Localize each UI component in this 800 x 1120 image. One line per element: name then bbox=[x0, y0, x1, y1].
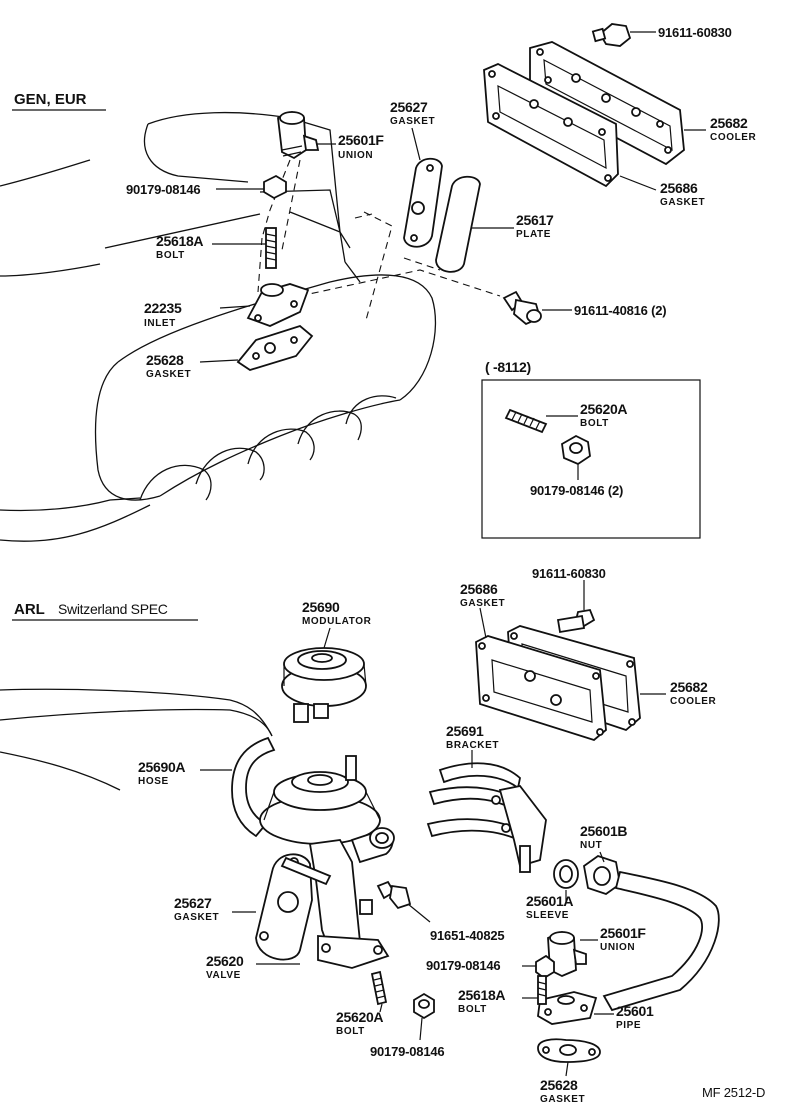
name-25620a-bottom: BOLT bbox=[336, 1026, 365, 1037]
name-25618a-top: BOLT bbox=[156, 250, 185, 261]
label-25601b-bottom: 25601B bbox=[580, 823, 627, 839]
name-25691-bottom: BRACKET bbox=[446, 740, 499, 751]
nut-90179-mid-drawing bbox=[535, 954, 555, 980]
name-25628-bottom: GASKET bbox=[540, 1094, 585, 1105]
bolt-25620a-inset-drawing bbox=[504, 408, 548, 434]
label-25686-top: 25686 bbox=[660, 180, 698, 196]
label-25620a-bottom: 25620A bbox=[336, 1009, 383, 1025]
valve-25620-drawing bbox=[259, 755, 395, 969]
inlet-22235-drawing bbox=[246, 283, 310, 327]
bolt-91651-40825-drawing bbox=[376, 880, 412, 910]
bolt-91611-60830-bottom-drawing bbox=[556, 608, 596, 634]
label-25617-top: 25617 bbox=[516, 212, 554, 228]
gasket-25628-drawing bbox=[236, 324, 314, 371]
label-90179-08146-2-top: 90179-08146 (2) bbox=[530, 483, 623, 498]
label-22235-top: 22235 bbox=[144, 300, 182, 316]
label-25682-bottom: 25682 bbox=[670, 679, 708, 695]
pipe-25601-drawing bbox=[537, 870, 720, 1025]
leader-lines-bottom bbox=[200, 580, 666, 1077]
label-25627-bottom: 25627 bbox=[174, 895, 212, 911]
nut-90179-inset-drawing bbox=[561, 434, 591, 466]
nut-25601b-drawing bbox=[583, 855, 621, 895]
gasket-25628-bottom-drawing bbox=[537, 1038, 601, 1063]
name-25620a-top: BOLT bbox=[580, 418, 609, 429]
label-25601f-bottom: 25601F bbox=[600, 925, 646, 941]
label-25601a-bottom: 25601A bbox=[526, 893, 573, 909]
sleeve-25601a-drawing bbox=[553, 859, 579, 889]
inset-box: ( -8112) bbox=[481, 359, 701, 539]
leader-lines-top bbox=[199, 31, 706, 480]
label-90179-08146-bottom: 90179-08146 bbox=[370, 1044, 444, 1059]
name-25682-bottom: COOLER bbox=[670, 696, 717, 707]
bracket-25691-drawing bbox=[426, 762, 547, 873]
union-25601f-drawing bbox=[277, 111, 320, 160]
bolt-25620a-bottom-drawing bbox=[370, 970, 388, 1006]
label-25628-top: 25628 bbox=[146, 352, 184, 368]
label-25601f-top: 25601F bbox=[338, 132, 384, 148]
engine-outline-bottom bbox=[0, 688, 273, 791]
label-25690-bottom: 25690 bbox=[302, 599, 340, 615]
name-25627-top: GASKET bbox=[390, 116, 435, 127]
label-91611-40816-top: 91611-40816 (2) bbox=[574, 303, 666, 318]
bolt-91611-60830-drawing bbox=[591, 23, 632, 47]
label-90179-08146-top: 90179-08146 bbox=[126, 182, 200, 197]
label-25620a-top: 25620A bbox=[580, 401, 627, 417]
gasket-25686-drawing bbox=[483, 63, 619, 188]
plate-25617-drawing bbox=[435, 175, 481, 273]
engine-manifold-drawing bbox=[0, 111, 437, 542]
section-arl: ARL Switzerland SPEC bbox=[0, 566, 765, 1105]
bolt-91611-40816-drawing bbox=[502, 290, 542, 326]
dashed-alignment-lines bbox=[257, 159, 501, 321]
nut-90179-bottom-drawing bbox=[413, 992, 435, 1020]
name-25686-bottom: GASKET bbox=[460, 598, 505, 609]
name-25601f-bottom: UNION bbox=[600, 942, 635, 953]
nut-90179-drawing bbox=[263, 174, 287, 200]
page-code: MF 2512-D bbox=[702, 1085, 765, 1100]
inset-label: ( -8112) bbox=[485, 359, 531, 375]
gasket-25686-bottom-drawing bbox=[475, 635, 607, 742]
name-22235-top: INLET bbox=[144, 318, 176, 329]
label-25627-top: 25627 bbox=[390, 99, 428, 115]
bolt-25618a-bottom-drawing bbox=[537, 975, 547, 1005]
modulator-25690-drawing bbox=[281, 647, 367, 723]
name-25601a-bottom: SLEEVE bbox=[526, 910, 569, 921]
name-25617-top: PLATE bbox=[516, 229, 551, 240]
label-25691-bottom: 25691 bbox=[446, 723, 484, 739]
label-91611-60830-bottom: 91611-60830 bbox=[532, 566, 606, 581]
bolt-25618a-drawing bbox=[265, 227, 277, 269]
label-90179-08146-mid: 90179-08146 bbox=[426, 958, 500, 973]
label-25686-bottom: 25686 bbox=[460, 581, 498, 597]
name-25682-top: COOLER bbox=[710, 132, 757, 143]
label-25690a-bottom: 25690A bbox=[138, 759, 185, 775]
gasket-25627-bottom-drawing bbox=[255, 853, 332, 961]
name-25686-top: GASKET bbox=[660, 197, 705, 208]
label-25601-bottom: 25601 bbox=[616, 1003, 654, 1019]
name-25618a-bottom: BOLT bbox=[458, 1004, 487, 1015]
name-25627-bottom: GASKET bbox=[174, 912, 219, 923]
label-25682-top: 25682 bbox=[710, 115, 748, 131]
name-25690-bottom: MODULATOR bbox=[302, 616, 372, 627]
section-subtitle-arl: Switzerland SPEC bbox=[58, 601, 168, 617]
label-25618a-top: 25618A bbox=[156, 233, 203, 249]
name-25690a-bottom: HOSE bbox=[138, 776, 169, 787]
section-gen-eur: GEN, EUR bbox=[0, 23, 757, 542]
label-25620-bottom: 25620 bbox=[206, 953, 244, 969]
hose-25690a-drawing bbox=[231, 736, 276, 838]
name-25601-bottom: PIPE bbox=[616, 1020, 641, 1031]
cooler-25682-drawing bbox=[529, 41, 685, 166]
label-91611-60830-top: 91611-60830 bbox=[658, 25, 732, 40]
label-91651-40825-bottom: 91651-40825 bbox=[430, 928, 504, 943]
section-title-gen: GEN, EUR bbox=[14, 91, 87, 108]
section-title-arl: ARL bbox=[14, 601, 45, 618]
gasket-25627-drawing bbox=[403, 157, 443, 248]
name-25601b-bottom: NUT bbox=[580, 840, 602, 851]
name-25628-top: GASKET bbox=[146, 369, 191, 380]
name-25601f-top: UNION bbox=[338, 150, 373, 161]
label-25618a-bottom: 25618A bbox=[458, 987, 505, 1003]
name-25620-bottom: VALVE bbox=[206, 970, 241, 981]
label-25628-bottom: 25628 bbox=[540, 1077, 578, 1093]
